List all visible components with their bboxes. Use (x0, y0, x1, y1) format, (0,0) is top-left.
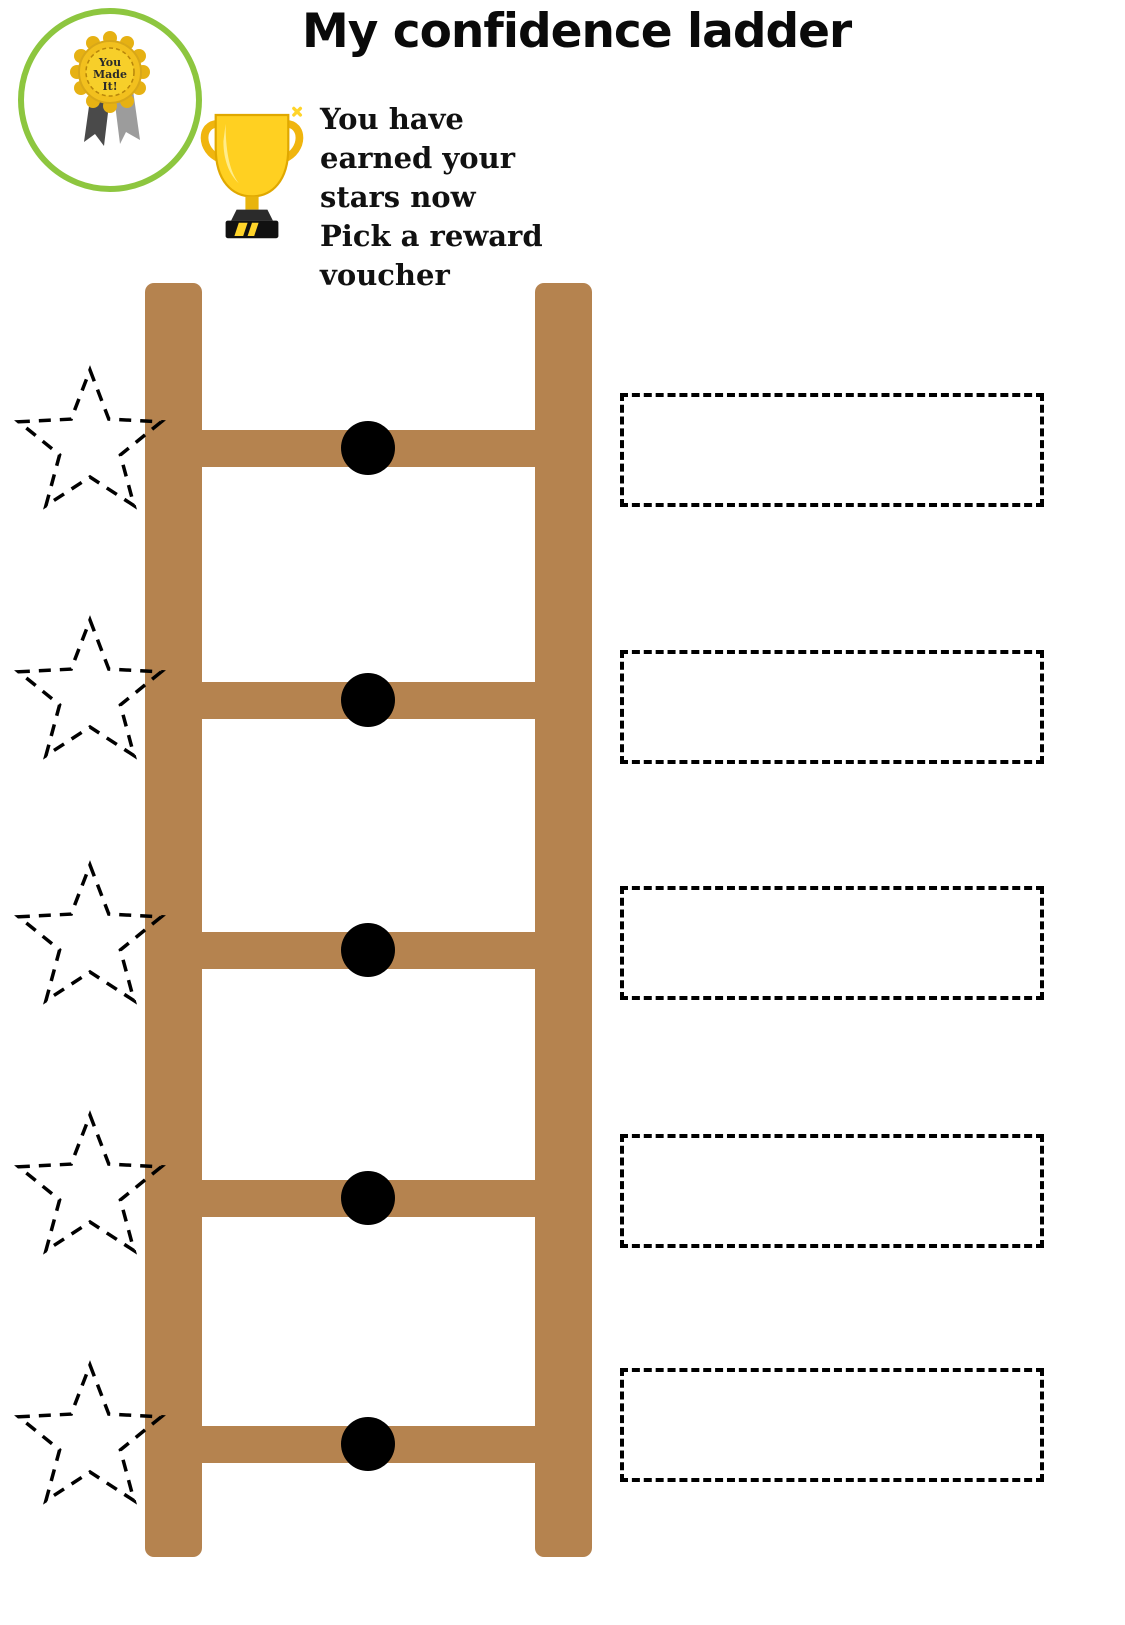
reward-voucher-box-4[interactable] (620, 1134, 1044, 1248)
instruction-line: You have (320, 102, 464, 136)
badge-line2: Made (93, 68, 127, 81)
star-outline-1[interactable] (10, 360, 170, 520)
rung-dot-1 (341, 421, 395, 475)
badge-line3: It! (102, 80, 117, 93)
rung-dot-4 (341, 1171, 395, 1225)
you-made-it-badge: You Made It! (18, 8, 202, 192)
star-outline-4[interactable] (10, 1105, 170, 1265)
instruction-line: voucher (320, 258, 450, 292)
rung-dot-3 (341, 923, 395, 977)
star-outline-2[interactable] (10, 610, 170, 770)
star-outline-3[interactable] (10, 855, 170, 1015)
ladder-rail-left (145, 283, 202, 1557)
trophy-icon (196, 104, 308, 269)
rung-dot-2 (341, 673, 395, 727)
star-outline-5[interactable] (10, 1355, 170, 1515)
reward-voucher-box-1[interactable] (620, 393, 1044, 507)
reward-voucher-box-5[interactable] (620, 1368, 1044, 1482)
badge-line1: You (98, 56, 121, 69)
rung-dot-5 (341, 1417, 395, 1471)
rosette-icon: You Made It! (70, 31, 150, 146)
page-title: My confidence ladder (302, 4, 852, 59)
instruction-text: You have earned your stars now Pick a re… (320, 100, 580, 295)
reward-voucher-box-3[interactable] (620, 886, 1044, 1000)
instruction-line: Pick a reward (320, 219, 543, 253)
reward-voucher-box-2[interactable] (620, 650, 1044, 764)
instruction-line: earned your (320, 141, 515, 175)
instruction-line: stars now (320, 180, 476, 214)
ladder-rail-right (535, 283, 592, 1557)
